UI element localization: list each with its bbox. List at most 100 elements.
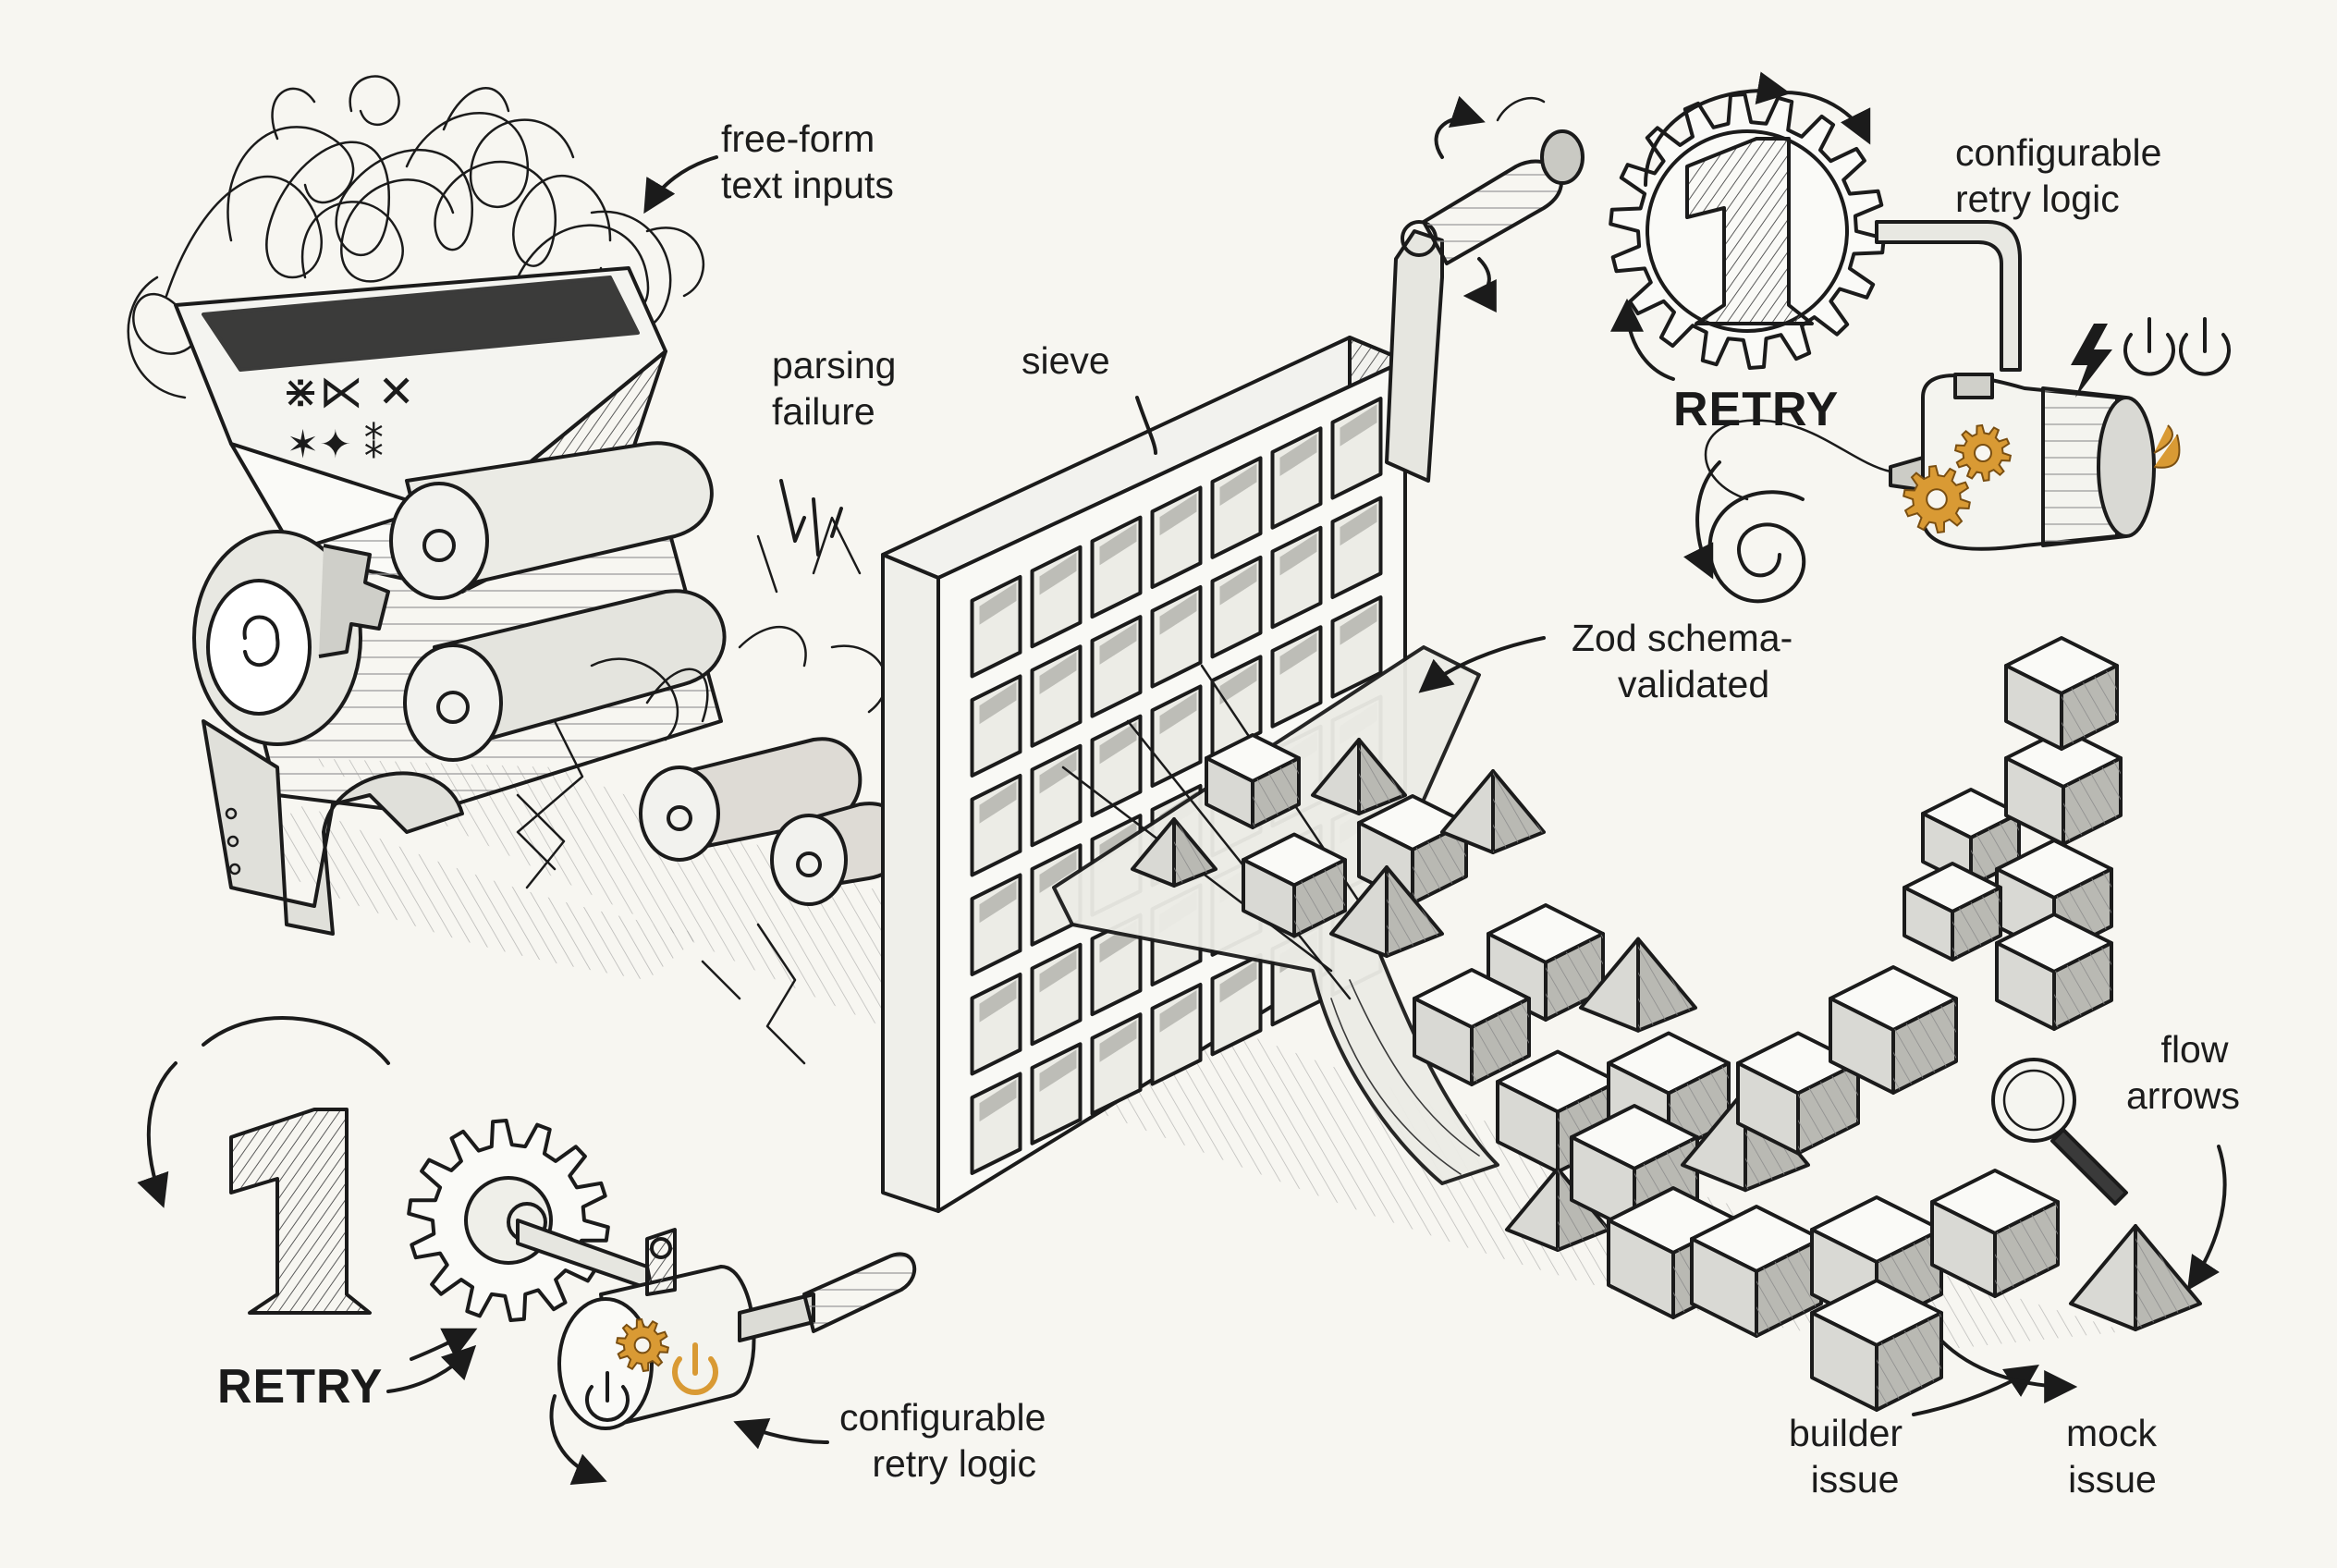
parsing-failure-sparks (779, 479, 843, 557)
validated-cube (2004, 636, 2119, 751)
label-zod-schema-validated: Zod schema- validated (1572, 615, 1793, 707)
validated-pyramid (1440, 769, 1546, 854)
frame-dots (225, 807, 241, 876)
hopper-glyphs-2: ✶✦ ⁑ (287, 421, 384, 467)
label-line: mock (2066, 1412, 2157, 1454)
gold-gear-hub (1926, 488, 1948, 510)
gold-gear-hub (1974, 444, 1992, 462)
crank-handle-icon (1385, 95, 1585, 483)
magnifier-icon (1991, 1058, 2128, 1206)
label-line: retry logic (1955, 178, 2120, 220)
validated-pyramid (1311, 738, 1407, 815)
sieve-cell-shade (1340, 603, 1377, 645)
block-stack (1903, 636, 2123, 1031)
validated-pyramid (2069, 1224, 2202, 1331)
shredder-rollers (389, 441, 909, 906)
label-configurable-retry-logic-top: configurable retry logic (1955, 129, 2161, 222)
label-line: failure (772, 390, 875, 433)
retry-word-bottom: RETRY (217, 1360, 384, 1414)
power-icon (585, 1342, 718, 1422)
gear-icon (615, 1317, 670, 1373)
sieve-cell-shade (1039, 949, 1077, 993)
sieve (881, 95, 1585, 1213)
sieve-cell-shade (1159, 493, 1197, 536)
validated-cube (2004, 728, 2123, 846)
lightning-icon (2071, 324, 2112, 398)
annotation-arrows (386, 155, 2227, 1450)
sieve-cell-shade (1039, 652, 1077, 694)
sieve-cell-shade (1099, 522, 1137, 566)
sieve-cell-shade (1159, 990, 1197, 1033)
label-line: arrows (2126, 1074, 2241, 1117)
validated-output-stream (1052, 645, 2202, 1412)
validated-cube (1810, 1195, 1943, 1329)
sieve-cell-shade (979, 582, 1017, 625)
sieve-cell-shade (1279, 533, 1317, 576)
sieve-cell-shade (1219, 662, 1257, 705)
shredder-machine: ⋇⋉ ✕ ✶✦ ⁑ (127, 75, 909, 1065)
tangled-text-strings (127, 75, 705, 399)
validated-cube (1690, 1205, 1823, 1338)
sieve-cell-shade (979, 980, 1017, 1023)
sieve-cell-shade (1279, 434, 1317, 476)
power-icon (2123, 317, 2231, 376)
label-builder-issue: builder issue (1789, 1410, 1903, 1502)
label-parsing-failure: parsing failure (772, 342, 896, 435)
shredder-end-gear (192, 530, 390, 746)
label-sieve: sieve (1022, 337, 1110, 384)
gold-gear-hub (633, 1336, 652, 1354)
validated-cube (1829, 965, 1958, 1095)
label-line: retry logic (872, 1442, 1037, 1485)
label-line: parsing (772, 344, 897, 386)
validated-cube (1930, 1169, 2060, 1298)
sieve-cell-shade (979, 880, 1017, 924)
validated-cube (1413, 968, 1531, 1086)
validated-cube (1242, 832, 1347, 938)
sieve-cell-shade (1219, 960, 1257, 1003)
validated-pyramid (1579, 937, 1697, 1033)
validated-pyramid (1131, 817, 1217, 888)
label-line: validated (1618, 663, 1770, 705)
label-line: flow (2160, 1028, 2229, 1071)
validated-cube (1205, 733, 1301, 829)
validated-cube (1736, 1031, 1860, 1156)
label-line: configurable (839, 1396, 1046, 1439)
sieve-cell-shade (979, 781, 1017, 824)
sieve-cell-shade (979, 1079, 1017, 1122)
label-line: issue (2068, 1458, 2157, 1501)
sieve-cell-shade (979, 681, 1017, 725)
retry-gear-top (1609, 71, 2231, 604)
label-free-form-text-inputs: free-form text inputs (721, 116, 894, 208)
hopper-glyphs: ⋇⋉ ✕ (282, 366, 415, 418)
sieve-cell-shade (1099, 622, 1137, 665)
sieve-cell-shade (1159, 692, 1197, 735)
gear-icon (1903, 423, 2013, 534)
sieve-cell-shade (1039, 552, 1077, 595)
validated-pyramid (1329, 865, 1444, 958)
sieve-cell-shade (1340, 404, 1377, 447)
validated-blocks (1131, 733, 2202, 1412)
validated-cube (1903, 862, 2002, 962)
label-configurable-retry-logic-bottom: configurable retry logic (839, 1394, 1046, 1487)
sieve-cell-shade (1039, 851, 1077, 893)
label-line: free-form (721, 117, 875, 160)
label-mock-issue: mock issue (2066, 1410, 2157, 1502)
label-line: sieve (1022, 339, 1110, 382)
sieve-cell-shade (1039, 751, 1077, 794)
sieve-cell-shade (1219, 463, 1257, 507)
label-line: Zod schema- (1572, 617, 1793, 659)
sieve-cell-shade (1340, 503, 1377, 546)
spiral-icon (1683, 460, 1806, 604)
sieve-cell-shade (1219, 562, 1257, 606)
label-line: text inputs (721, 164, 894, 206)
label-line: configurable (1955, 131, 2162, 174)
validated-cube (1921, 788, 2021, 888)
sieve-cell-shade (1039, 1049, 1077, 1092)
label-flow-arrows: flow arrows (2126, 1026, 2240, 1119)
validated-cube (1995, 913, 2113, 1031)
retry-gear-bottom (137, 1016, 917, 1485)
sieve-cell-shade (1099, 1020, 1137, 1062)
sieve-cell-shade (1279, 632, 1317, 675)
